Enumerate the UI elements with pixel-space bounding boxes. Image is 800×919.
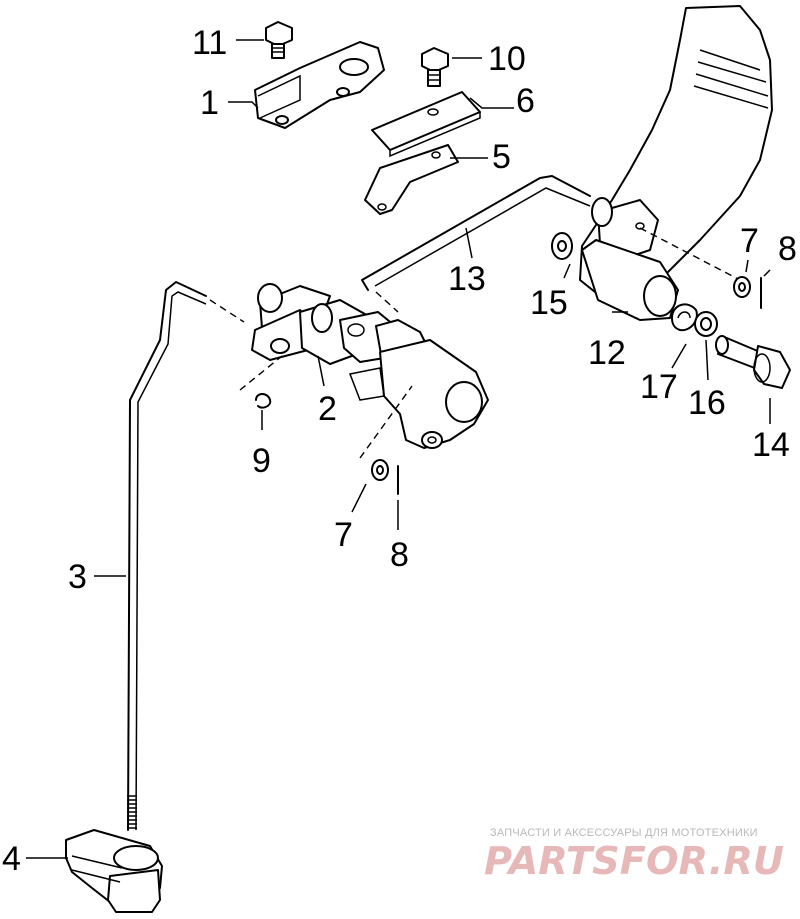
callout-6: 6: [516, 82, 535, 120]
pivot-axis-line: [639, 227, 741, 281]
callout-14: 14: [752, 426, 790, 464]
washer-7-pedal: [733, 276, 751, 298]
assembly-line-rod13: [375, 291, 399, 313]
callout-5: 5: [492, 138, 511, 176]
assembly-line-pin: [359, 385, 413, 459]
bolt-10: [421, 47, 449, 87]
clip-9: [255, 393, 272, 409]
clevis-4: [65, 829, 163, 913]
watermark: ЗАПЧАСТИ И АКСЕССУАРЫ ДЛЯ МОТОТЕХНИКИ PA…: [484, 827, 784, 883]
washer-16: [694, 311, 718, 337]
callout-7-pedal: 7: [740, 222, 759, 260]
watermark-caption: ЗАПЧАСТИ И АКСЕССУАРЫ ДЛЯ МОТОТЕХНИКИ: [490, 827, 758, 839]
callout-numbers: 11 1 10 6 5 13 7 8 15 12 17 16 14 2 9 7 …: [2, 24, 797, 878]
callout-1: 1: [200, 84, 219, 122]
bolt-14: [715, 335, 791, 389]
callout-7-lower: 7: [334, 516, 353, 554]
rod-13: [361, 175, 591, 291]
callout-16: 16: [688, 384, 726, 422]
callout-15: 15: [530, 284, 568, 322]
leader-lines: [26, 39, 771, 859]
callout-13: 13: [448, 260, 486, 298]
washer-15: [551, 232, 573, 260]
pedal-12: [579, 5, 773, 321]
callout-8-lower: 8: [390, 536, 409, 574]
callout-2: 2: [318, 390, 337, 428]
callout-11: 11: [192, 24, 227, 62]
callout-8-pedal: 8: [778, 230, 797, 268]
callout-4: 4: [2, 840, 21, 878]
assembly-line-clip: [239, 355, 283, 391]
rod-3: [127, 281, 207, 831]
callout-9: 9: [252, 442, 271, 480]
callout-3: 3: [68, 558, 87, 596]
bracket-5: [364, 144, 459, 215]
rod-thread: [127, 795, 137, 829]
callout-10: 10: [488, 40, 526, 78]
assembly-line-rod: [209, 299, 245, 323]
clip-17: [671, 303, 698, 332]
bolt-11: [265, 21, 293, 59]
plate-6: [371, 91, 481, 158]
callout-12: 12: [588, 334, 626, 372]
callout-17: 17: [640, 368, 678, 406]
bracket-1: [254, 41, 385, 129]
cylinder-assembly-2: [251, 283, 489, 449]
washer-7-lower: [371, 459, 389, 481]
watermark-logo: PARTSFOR.RU: [484, 839, 784, 883]
